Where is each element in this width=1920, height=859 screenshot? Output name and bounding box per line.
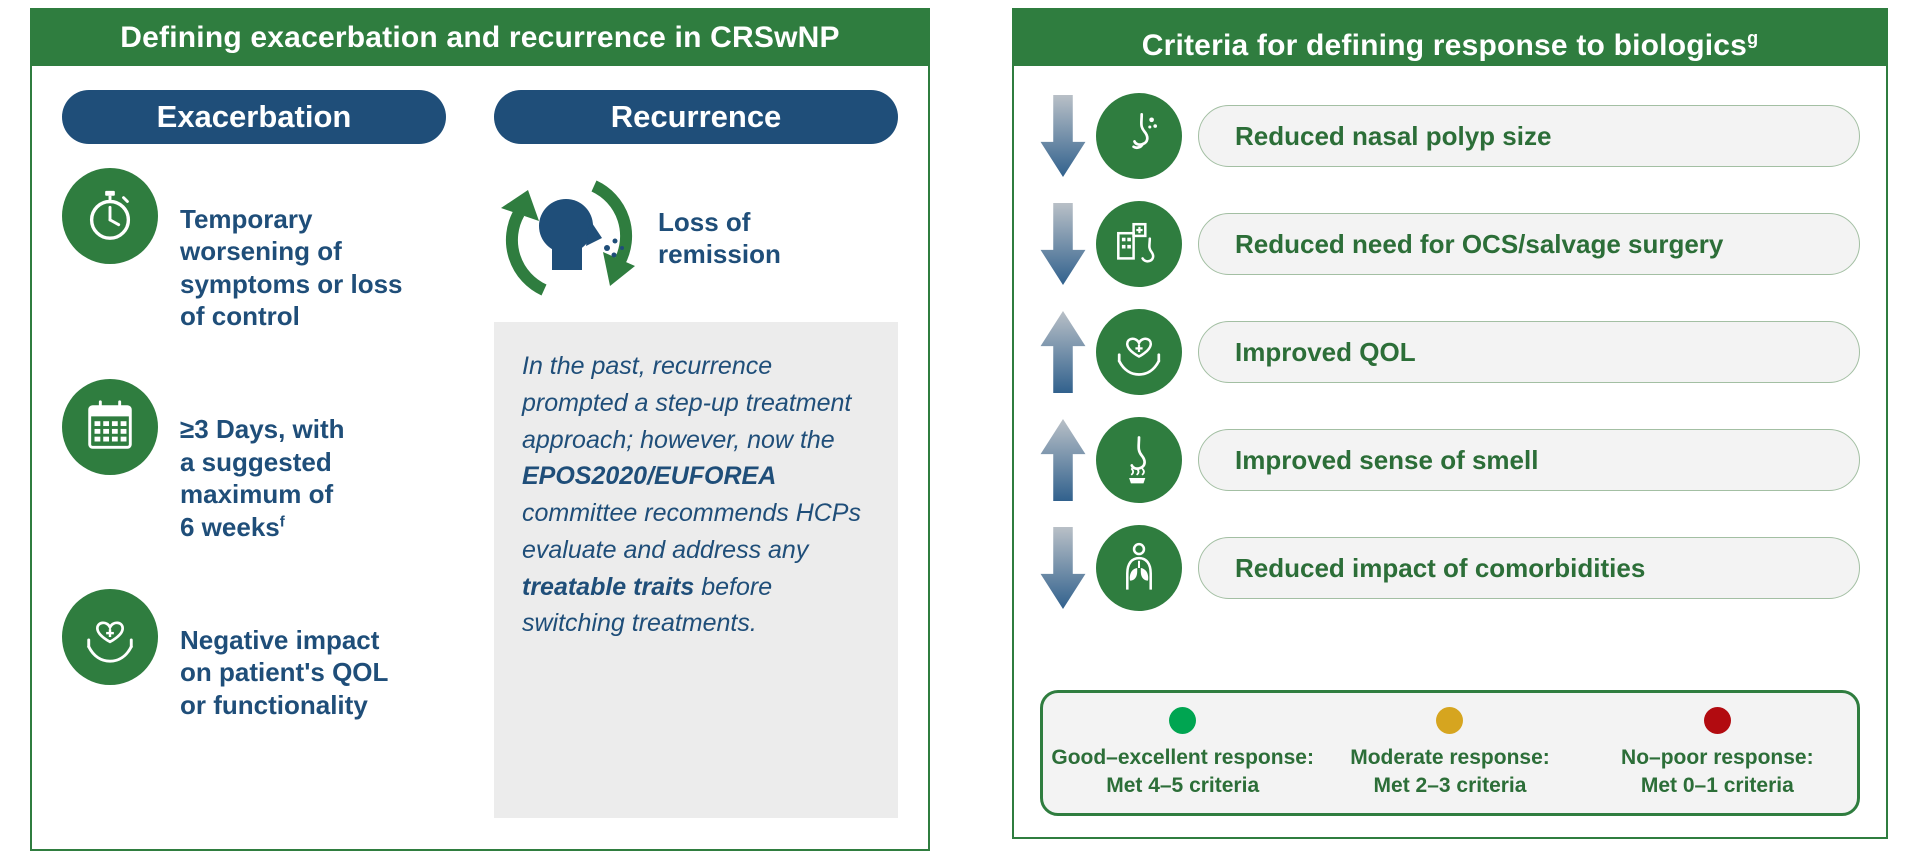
legend-item-poor: No–poor response: Met 0–1 criteria bbox=[1584, 707, 1851, 801]
legend-item-good: Good–excellent response: Met 4–5 criteri… bbox=[1049, 707, 1316, 801]
criterion-pill: Improved QOL bbox=[1198, 321, 1860, 383]
right-panel-title: Criteria for defining response to biolog… bbox=[1014, 10, 1886, 66]
criterion-label: Reduced need for OCS/salvage surgery bbox=[1235, 228, 1724, 259]
up-arrow-icon bbox=[1040, 419, 1086, 501]
definition-columns: Temporary worsening of symptoms or loss … bbox=[62, 168, 898, 818]
criterion-label: Improved sense of smell bbox=[1235, 444, 1539, 475]
criterion-pill: Reduced need for OCS/salvage surgery bbox=[1198, 213, 1860, 275]
footnote-ref-g: g bbox=[1747, 28, 1759, 48]
legend-detail: Met 0–1 criteria bbox=[1640, 774, 1794, 798]
exacerbation-item-text: Temporary worsening of symptoms or loss … bbox=[180, 203, 403, 332]
recurrence-item-loss-of-remission: Loss of remission bbox=[494, 168, 898, 308]
stopwatch-icon bbox=[62, 168, 158, 264]
yellow-dot-icon bbox=[1436, 707, 1464, 734]
exacerbation-header-pill: Exacerbation bbox=[62, 90, 446, 144]
right-panel-title-text: Criteria for defining response to biolog… bbox=[1141, 29, 1748, 62]
legend-label: No–poor response: bbox=[1621, 746, 1814, 769]
note-segment: committee recommends HCPs evaluate and a… bbox=[522, 499, 861, 564]
smell-icon bbox=[1096, 417, 1182, 503]
legend-detail: Met 2–3 criteria bbox=[1373, 774, 1527, 798]
exacerbation-item-text: Negative impact on patient's QOL or func… bbox=[180, 624, 389, 720]
criterion-pill: Reduced impact of comorbidities bbox=[1198, 537, 1860, 599]
footnote-ref-f: f bbox=[279, 512, 285, 530]
legend-label: Good–excellent response: bbox=[1051, 746, 1314, 769]
criterion-pill: Reduced nasal polyp size bbox=[1198, 105, 1860, 167]
criterion-row-comorbidities: Reduced impact of comorbidities bbox=[1040, 524, 1860, 612]
comorbidities-icon bbox=[1096, 525, 1182, 611]
right-panel: Criteria for defining response to biolog… bbox=[1012, 8, 1888, 839]
recurrence-column: Loss of remission In the past, recurrenc… bbox=[494, 168, 898, 818]
exacerbation-item-duration: ≥3 Days, with a suggested maximum of 6 w… bbox=[62, 378, 446, 544]
note-segment: In the past, recurrence prompted a step-… bbox=[522, 352, 852, 454]
right-panel-content: Reduced nasal polyp size Reduced ne bbox=[1014, 66, 1886, 816]
legend-detail: Met 4–5 criteria bbox=[1106, 774, 1260, 798]
down-arrow-icon bbox=[1040, 95, 1086, 177]
note-segment-bold: EPOS2020/EUFOREA bbox=[522, 462, 777, 491]
exacerbation-item-qol-impact: Negative impact on patient's QOL or func… bbox=[62, 589, 446, 721]
legend-item-moderate: Moderate response: Met 2–3 criteria bbox=[1316, 707, 1583, 801]
legend-label: Moderate response: bbox=[1350, 746, 1550, 769]
criterion-row-ocs-surgery: Reduced need for OCS/salvage surgery bbox=[1040, 200, 1860, 288]
exacerbation-item-temporary-worsening: Temporary worsening of symptoms or loss … bbox=[62, 168, 446, 333]
left-panel-content: Exacerbation Recurrence bbox=[32, 66, 928, 818]
red-dot-icon bbox=[1703, 707, 1731, 734]
left-panel-title: Defining exacerbation and recurrence in … bbox=[32, 10, 928, 66]
recurrence-header-pill: Recurrence bbox=[494, 90, 898, 144]
recurrence-item-text: Loss of remission bbox=[658, 206, 781, 270]
recurrence-note-box: In the past, recurrence prompted a step-… bbox=[494, 322, 898, 818]
qol-hands-heart-icon bbox=[1096, 309, 1182, 395]
down-arrow-icon bbox=[1040, 203, 1086, 285]
calendar-icon bbox=[62, 378, 158, 475]
criterion-label: Improved QOL bbox=[1235, 336, 1416, 367]
note-segment: before switching treatments. bbox=[522, 572, 773, 638]
down-arrow-icon bbox=[1040, 527, 1086, 609]
criterion-pill: Improved sense of smell bbox=[1198, 429, 1860, 491]
criterion-row-polyp-size: Reduced nasal polyp size bbox=[1040, 92, 1860, 180]
column-headers-row: Exacerbation Recurrence bbox=[62, 90, 898, 144]
hands-heart-icon bbox=[62, 589, 158, 685]
criterion-row-smell: Improved sense of smell bbox=[1040, 416, 1860, 504]
left-panel: Defining exacerbation and recurrence in … bbox=[30, 8, 930, 851]
left-panel-title-text: Defining exacerbation and recurrence in … bbox=[120, 21, 840, 54]
criterion-row-qol: Improved QOL bbox=[1040, 308, 1860, 396]
criterion-label: Reduced impact of comorbidities bbox=[1235, 552, 1646, 583]
head-relapse-icon bbox=[501, 180, 635, 296]
up-arrow-icon bbox=[1040, 311, 1086, 393]
exacerbation-item-text: ≥3 Days, with a suggested maximum of 6 w… bbox=[180, 414, 345, 542]
exacerbation-column: Temporary worsening of symptoms or loss … bbox=[62, 168, 446, 818]
ocs-surgery-icon bbox=[1096, 201, 1182, 287]
green-dot-icon bbox=[1169, 707, 1197, 734]
nasal-polyp-icon bbox=[1096, 93, 1182, 179]
note-segment-bold: treatable traits bbox=[522, 572, 695, 601]
response-legend: Good–excellent response: Met 4–5 criteri… bbox=[1040, 690, 1860, 816]
criterion-label: Reduced nasal polyp size bbox=[1235, 120, 1552, 151]
